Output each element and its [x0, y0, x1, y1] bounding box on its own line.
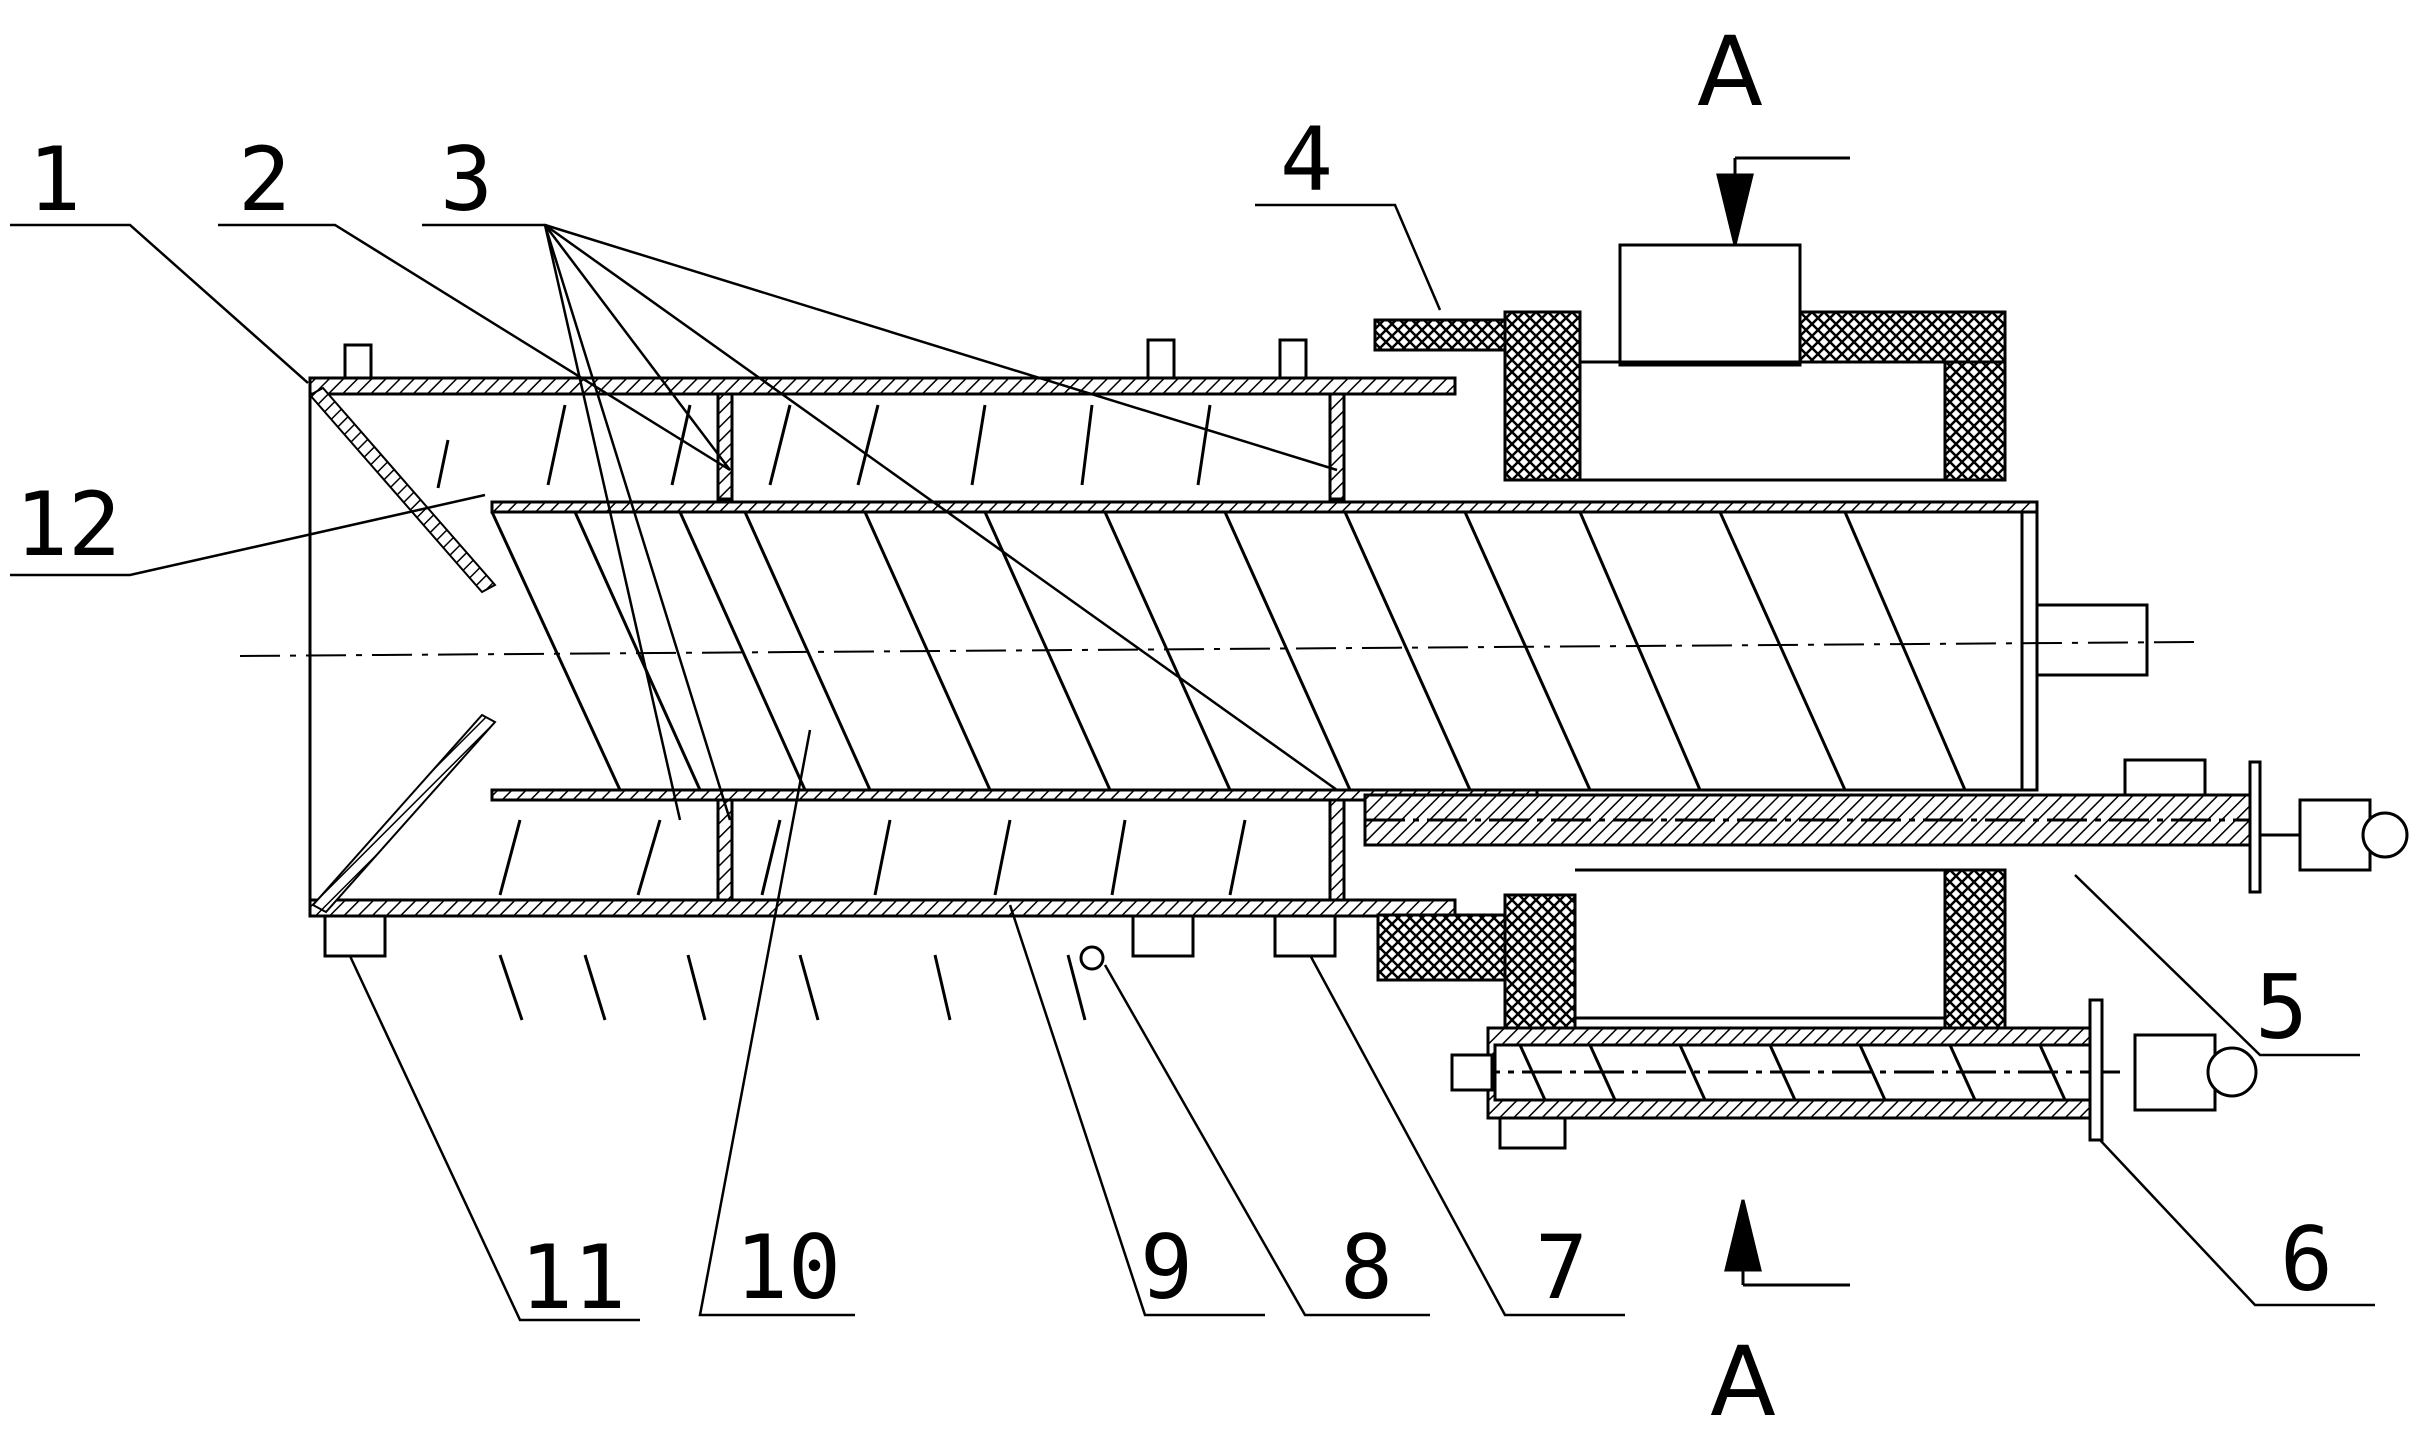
section-marks: [1716, 156, 1850, 1287]
center-line: [239, 641, 2196, 657]
label-7: 7: [1535, 1216, 1588, 1319]
label-5: 5: [2255, 956, 2308, 1059]
label-1: 1: [28, 128, 81, 231]
label-9: 9: [1140, 1216, 1193, 1319]
section-labels: A A: [1697, 16, 1776, 1432]
screw-conveyor-5: [1363, 758, 2409, 894]
label-6: 6: [2280, 1208, 2333, 1311]
label-3: 3: [440, 128, 493, 231]
label-10: 10: [735, 1216, 841, 1319]
outer-drum: [308, 318, 1508, 982]
label-2: 2: [238, 128, 291, 231]
label-12: 12: [15, 473, 121, 576]
top-nozzles: [343, 338, 1308, 380]
section-label-bottom: A: [1710, 1326, 1776, 1432]
label-8: 8: [1340, 1216, 1393, 1319]
annulus-flights: [436, 404, 1247, 1021]
furnace: [1503, 243, 2007, 1032]
leader-lines: [10, 203, 2375, 1322]
label-4: 4: [1280, 108, 1333, 211]
label-11: 11: [520, 1226, 626, 1329]
support-feet: [323, 914, 1337, 971]
part-labels: 1 2 3 4 5 6 7 8 9 10 11 12: [15, 108, 2333, 1329]
deflector-plates: [308, 386, 497, 914]
section-label-top: A: [1697, 16, 1763, 128]
screw-conveyor-6: [1450, 998, 2258, 1150]
inner-drum: [490, 500, 2149, 802]
annulus-baffles: [716, 392, 1346, 902]
